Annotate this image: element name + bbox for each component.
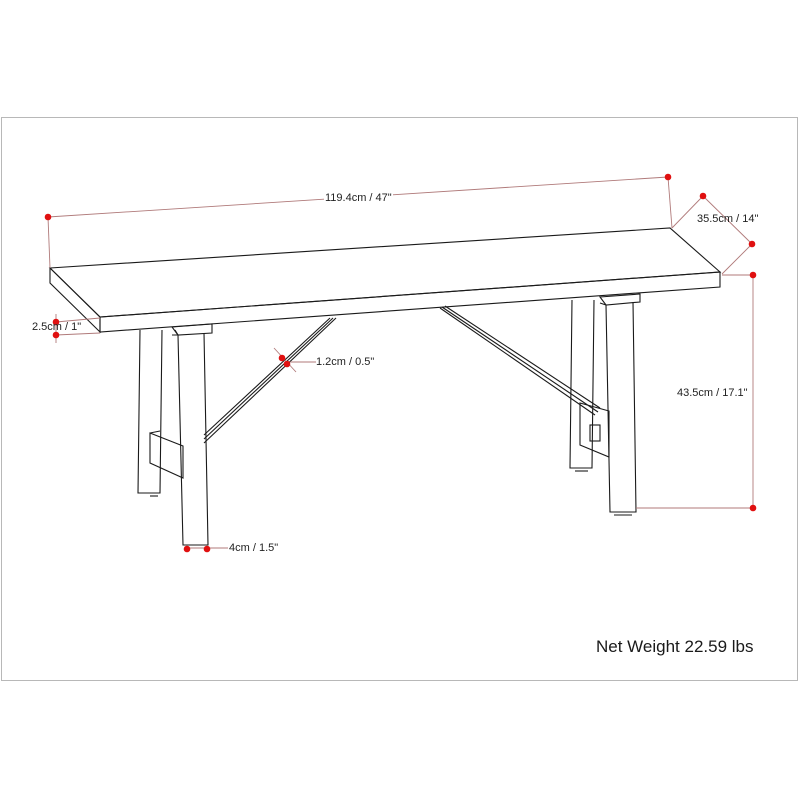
- diagram-frame: [1, 117, 798, 681]
- dimension-points: [44, 173, 757, 553]
- right-leg-assembly: [439, 293, 641, 513]
- dimension-lines: [47, 176, 754, 549]
- bench-outline: [48, 227, 722, 549]
- leg-width-label: 4cm / 1.5": [229, 542, 279, 554]
- top-thickness-label: 2.5cm / 1": [32, 321, 82, 333]
- brace-thickness-label: 1.2cm / 0.5": [316, 356, 375, 368]
- depth-dimension-line: [702, 195, 753, 245]
- height-label: 43.5cm / 17.1": [677, 387, 748, 399]
- net-weight-label: Net Weight 22.59 lbs: [596, 637, 754, 656]
- depth-label: 35.5cm / 14": [697, 213, 759, 225]
- bench-top-front-edge: [99, 271, 721, 333]
- left-leg-assembly: [137, 317, 337, 546]
- length-label: 119.4cm / 47": [324, 192, 393, 204]
